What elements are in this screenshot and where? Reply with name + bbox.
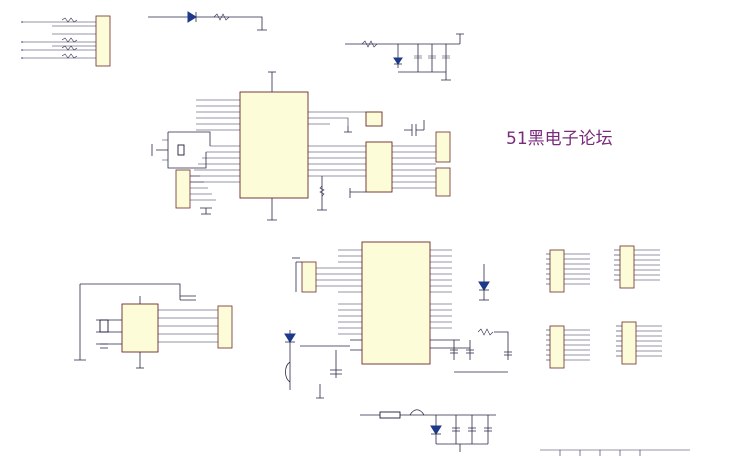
resistor-pack-4 — [616, 321, 662, 365]
resistor-pack-2 — [614, 245, 660, 289]
resistor-pack-1 — [546, 249, 590, 293]
power-input-diode-line — [148, 11, 267, 31]
mcu-chip-lower — [338, 241, 470, 365]
power-supply-bottom — [360, 409, 496, 452]
header-connector-lower-left — [292, 257, 338, 293]
latch-chip — [349, 141, 436, 198]
voltage-regulator-section — [345, 33, 464, 81]
capacitor-top-right — [404, 120, 425, 136]
resistor-drop-bottom — [317, 176, 327, 211]
title-block-strip — [540, 449, 690, 456]
crystal-oscillator-left — [151, 131, 211, 169]
header-connectors-right-pair — [435, 131, 451, 197]
forum-watermark-label: 51黑电子论坛 — [506, 129, 613, 149]
decoupling-caps-lower-right — [450, 328, 512, 373]
resistor-pack-3 — [546, 325, 590, 369]
driver-chip-section-left — [74, 283, 233, 369]
header-connector-topleft — [21, 15, 111, 67]
header-connector-mid-left — [175, 169, 216, 215]
small-module-right — [334, 111, 383, 133]
mcu-chip-main — [186, 71, 366, 221]
led-indicator — [478, 264, 490, 301]
reset-circuit-lower — [284, 330, 350, 399]
